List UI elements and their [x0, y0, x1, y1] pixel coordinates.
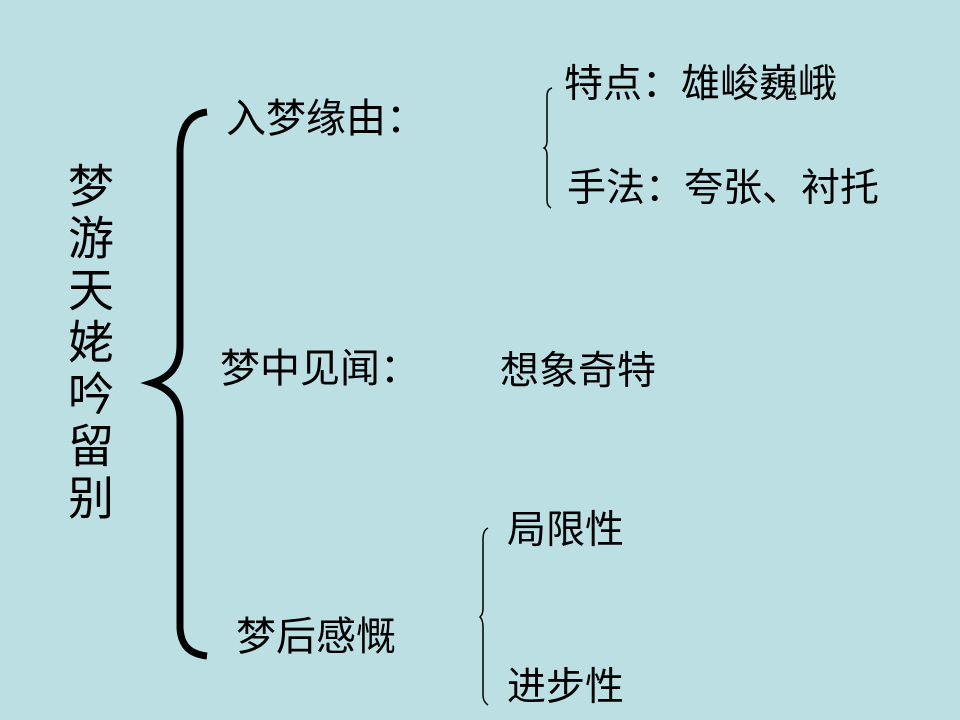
main-title: 梦游天姥吟留别: [61, 162, 115, 526]
sub-brace-1-icon: [542, 87, 553, 209]
leaf-characteristic: 特点：雄峻巍峨: [564, 62, 838, 107]
leaf-progressiveness: 进步性: [507, 665, 625, 710]
leaf-imagination: 想象奇特: [500, 349, 657, 394]
leaf-limitation: 局限性: [507, 508, 625, 553]
branch-label-after-dream-reflection: 梦后感慨: [236, 614, 396, 660]
branch-label-dream-cause: 入梦缘由：: [226, 96, 426, 142]
leaf-technique: 手法：夸张、衬托: [567, 166, 880, 211]
sub-brace-2-icon: [478, 527, 489, 706]
branch-label-dream-experience: 梦中见闻：: [220, 346, 420, 392]
main-brace-icon: [140, 108, 208, 660]
